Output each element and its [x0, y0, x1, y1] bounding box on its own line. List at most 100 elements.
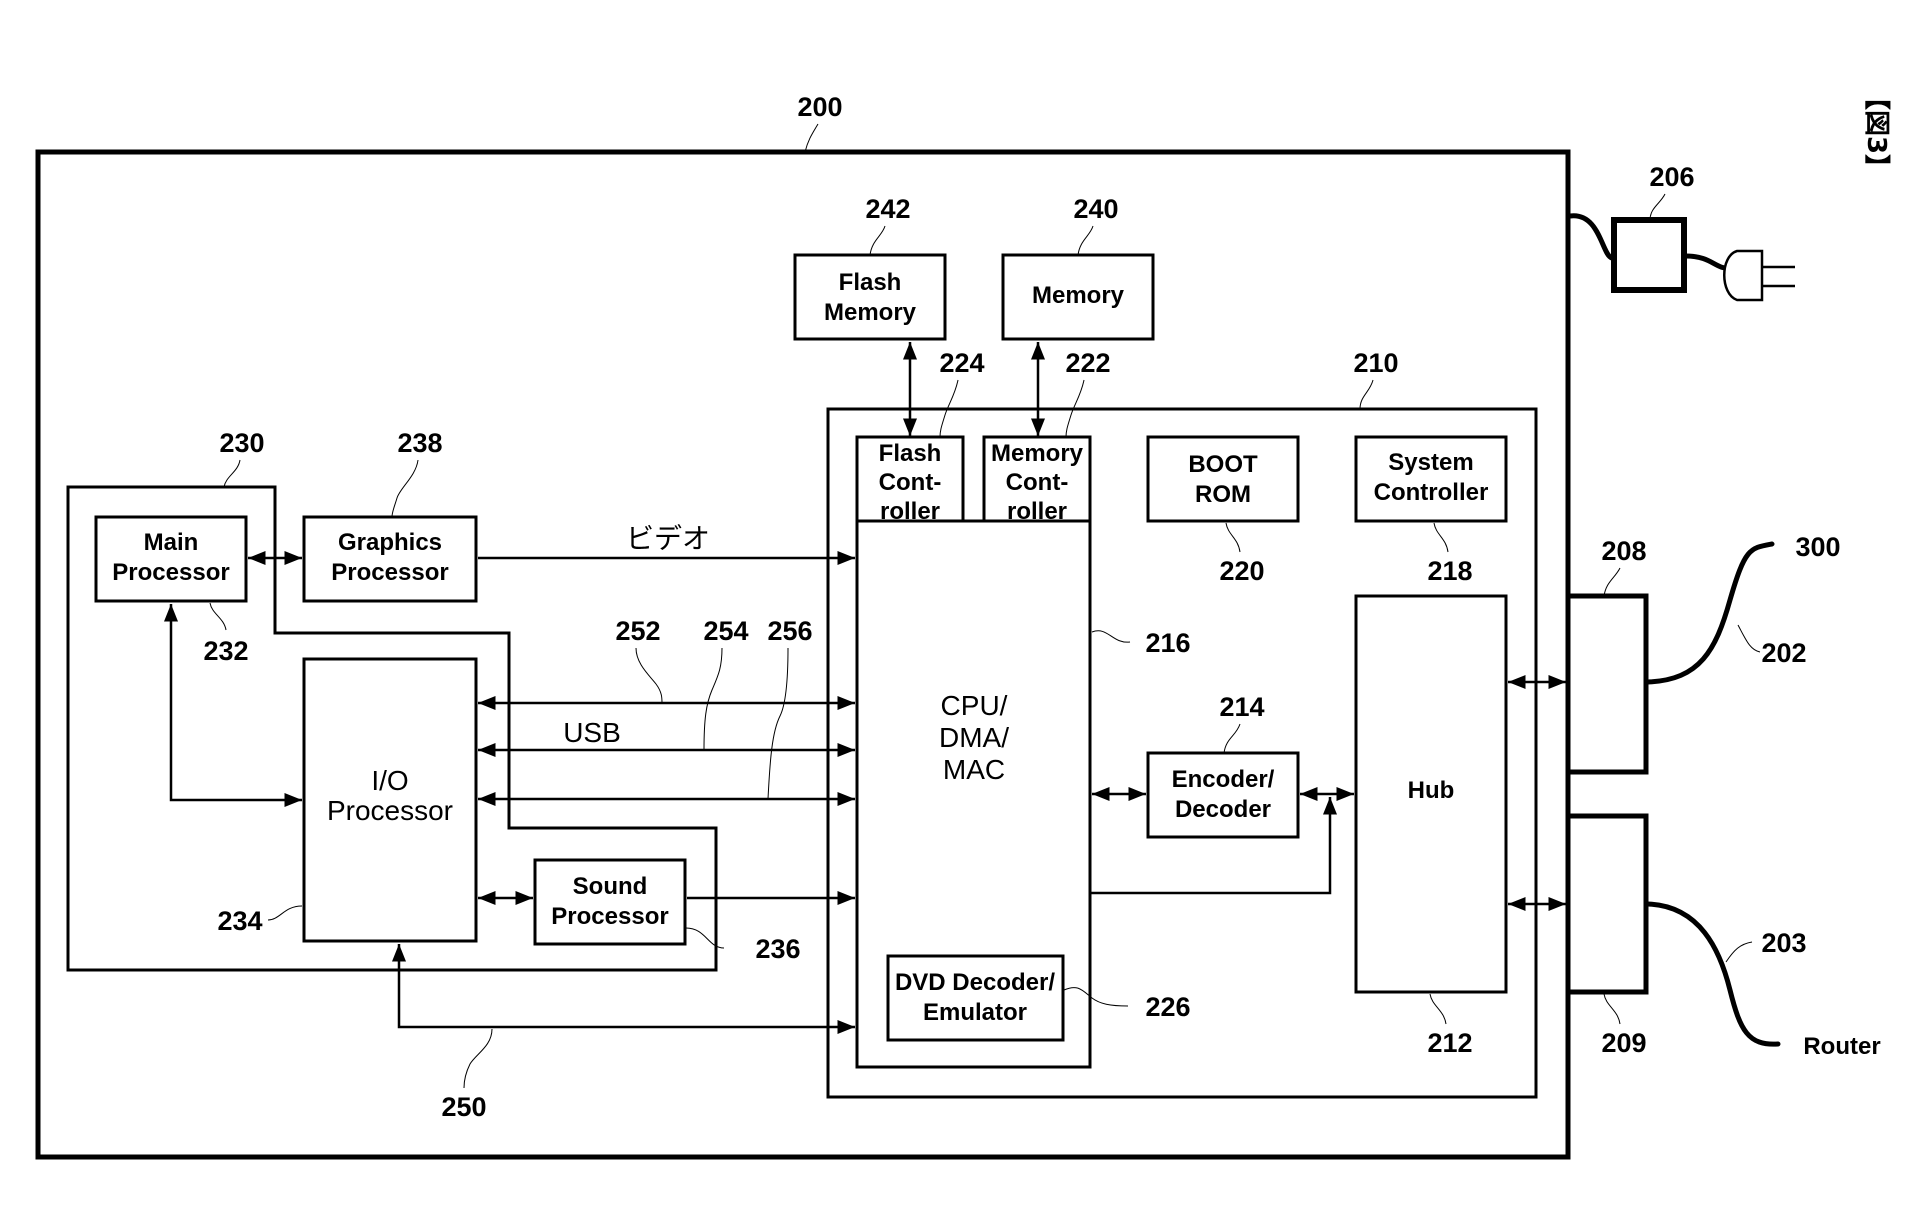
- system-controller-label-1: System: [1388, 449, 1473, 476]
- encoder-decoder-label-2: Decoder: [1175, 796, 1271, 823]
- leader-238: [391, 459, 419, 518]
- io-processor-box: [302, 657, 478, 943]
- io-processor-label-1: I/O: [371, 765, 408, 796]
- leader-200: [804, 123, 819, 153]
- cable-202-ref: 202: [1761, 638, 1806, 668]
- memory-label: Memory: [1032, 282, 1125, 309]
- leader-222: [1065, 379, 1085, 438]
- hub-box: [1354, 594, 1508, 994]
- graphics-processor-box: [302, 515, 478, 603]
- main-processor-label-2: Processor: [112, 559, 229, 586]
- encoder-decoder-ref: 214: [1219, 692, 1264, 722]
- flash-memory-label-1: Flash: [839, 269, 902, 296]
- processor-unit-box: [66, 485, 718, 972]
- leader-218: [1433, 522, 1449, 553]
- main-processor-ref: 232: [203, 636, 248, 666]
- memory-ref: 240: [1073, 194, 1118, 224]
- cpu-ref: 216: [1145, 628, 1190, 658]
- cable-202: [1645, 541, 1775, 685]
- dvd-decoder-label-1: DVD Decoder/: [895, 969, 1055, 996]
- port-209-box: [1565, 813, 1649, 995]
- flash-memory-label-2: Memory: [824, 299, 917, 326]
- cpu-box: [855, 519, 1092, 1069]
- main-io-arrow: [164, 604, 302, 807]
- power-cable-out: [1683, 253, 1733, 271]
- io-processor-ref: 234: [217, 906, 262, 936]
- encoder-decoder-label-1: Encoder/: [1172, 766, 1275, 793]
- dvd-decoder-ref: 226: [1145, 992, 1190, 1022]
- leader-220: [1225, 522, 1241, 553]
- main-processor-label-1: Main: [144, 529, 199, 556]
- flash-memory-ref: 242: [865, 194, 910, 224]
- memory-controller-label-2: Cont-: [1006, 469, 1069, 496]
- bus-254-ref: 254: [703, 616, 748, 646]
- cable-202-endpoint: 300: [1795, 532, 1840, 562]
- usb-label: USB: [563, 717, 621, 748]
- boot-rom-ref: 220: [1219, 556, 1264, 586]
- bus-252-ref: 252: [615, 616, 660, 646]
- leader-214: [1223, 723, 1241, 754]
- cable-203-ref: 203: [1761, 928, 1806, 958]
- game-device-ref: 200: [797, 92, 842, 122]
- flash-controller-label-2: Cont-: [879, 469, 942, 496]
- leader-208: [1603, 567, 1621, 597]
- leader-236: [685, 927, 725, 949]
- leader-234: [267, 905, 303, 921]
- main-processor-box: [94, 515, 248, 603]
- plug-icon: [1723, 249, 1764, 302]
- memory-controller-ref: 222: [1065, 348, 1110, 378]
- leader-232: [209, 602, 227, 631]
- leader-256: [767, 647, 789, 800]
- flash-controller-ref: 224: [939, 348, 984, 378]
- boot-rom-box: [1146, 435, 1300, 523]
- hub-label: Hub: [1408, 777, 1455, 804]
- sound-processor-ref: 236: [755, 934, 800, 964]
- graphics-processor-label-1: Graphics: [338, 529, 442, 556]
- power-adapter-box: [1611, 217, 1687, 293]
- io-processor-label-2: Processor: [327, 795, 453, 826]
- sound-processor-label-2: Processor: [551, 903, 668, 930]
- boot-rom-label-1: BOOT: [1188, 451, 1258, 478]
- port-209-ref: 209: [1601, 1028, 1646, 1058]
- port-208-ref: 208: [1601, 536, 1646, 566]
- leader-230: [223, 459, 241, 488]
- cpu-hub-bypass-arrow: [1090, 797, 1337, 895]
- game-device-box: [35, 149, 1571, 1160]
- leader-252: [635, 647, 663, 704]
- system-controller-ref: 218: [1427, 556, 1472, 586]
- system-controller-box: [1354, 435, 1508, 523]
- leader-212: [1429, 993, 1447, 1025]
- cpu-label-2: DMA/: [939, 722, 1009, 753]
- leader-254: [703, 647, 723, 751]
- cpu-label-1: CPU/: [941, 690, 1008, 721]
- boot-rom-label-2: ROM: [1195, 481, 1251, 508]
- flash-controller-label-1: Flash: [879, 440, 942, 467]
- leader-224: [939, 379, 959, 438]
- leader-250: [463, 1028, 493, 1089]
- encoder-decoder-box: [1146, 751, 1300, 839]
- memory-controller-label-1: Memory: [991, 440, 1084, 467]
- controller-ref: 210: [1353, 348, 1398, 378]
- leader-202: [1737, 624, 1761, 653]
- bus-250-arrow: [392, 944, 855, 1034]
- power-cable-in: [1567, 213, 1615, 261]
- flash-memory-box: [793, 253, 947, 341]
- hub-ref: 212: [1427, 1028, 1472, 1058]
- port-208-box: [1565, 593, 1649, 775]
- graphics-processor-ref: 238: [397, 428, 442, 458]
- leader-203: [1725, 941, 1753, 963]
- figure-label: 【図3】: [1861, 84, 1891, 180]
- power-adapter-ref: 206: [1649, 162, 1694, 192]
- bus-256-ref: 256: [767, 616, 812, 646]
- leader-240: [1077, 225, 1094, 256]
- leader-216: [1091, 630, 1131, 643]
- video-bus-label: ビデオ: [626, 523, 710, 554]
- leader-210: [1359, 379, 1374, 410]
- cable-203-endpoint: Router: [1803, 1033, 1880, 1060]
- leader-209: [1603, 993, 1621, 1025]
- graphics-processor-label-2: Processor: [331, 559, 448, 586]
- system-controller-label-2: Controller: [1374, 479, 1489, 506]
- sound-processor-label-1: Sound: [573, 873, 648, 900]
- dvd-decoder-box: [886, 954, 1065, 1042]
